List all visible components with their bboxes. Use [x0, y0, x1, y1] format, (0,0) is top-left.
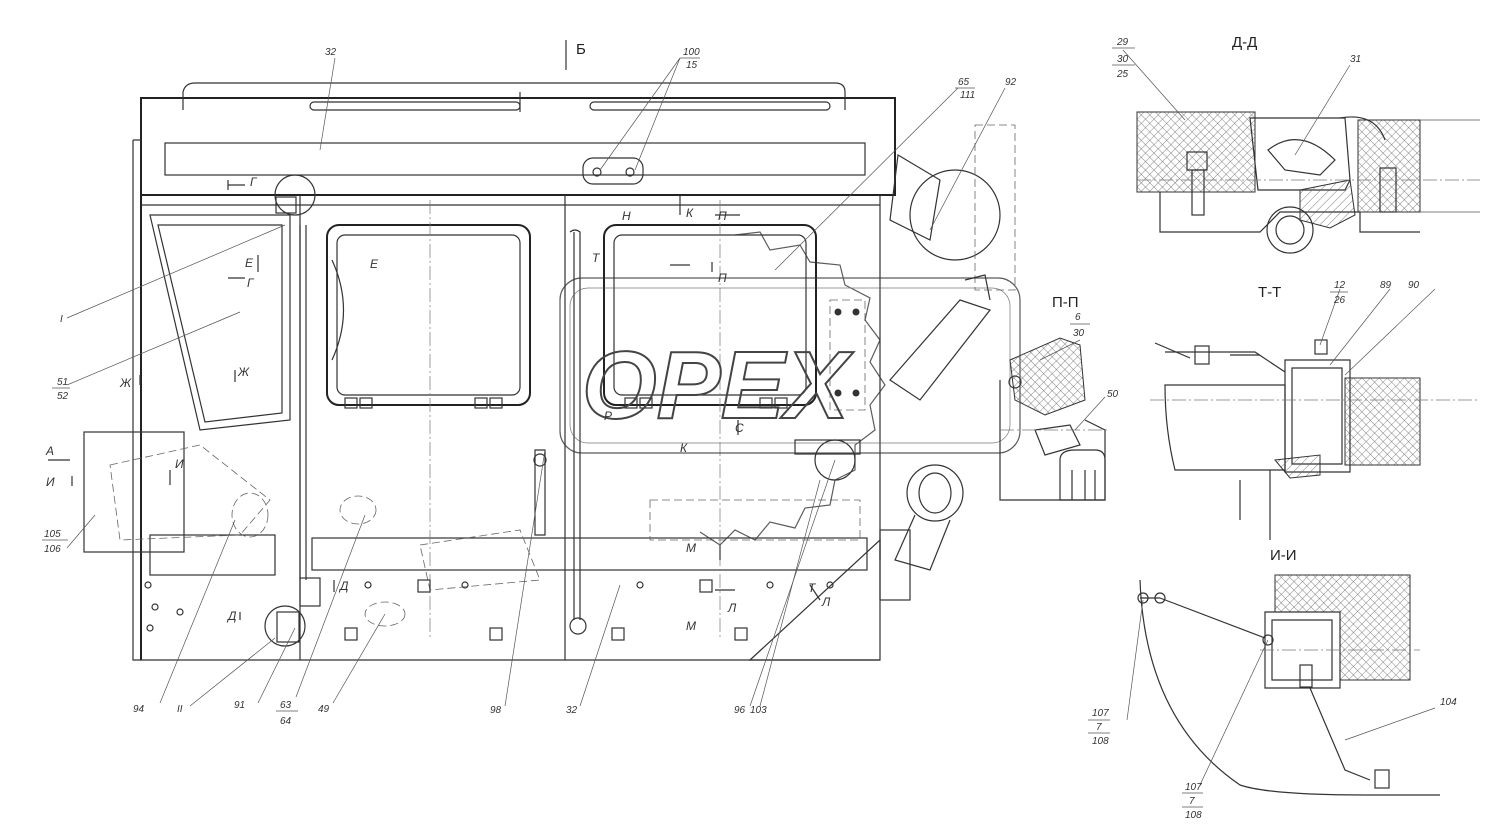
left-box [83, 431, 185, 553]
marker-m: М [686, 541, 696, 555]
marker-g: Г [250, 175, 258, 189]
callout-108b: 108 [1185, 810, 1202, 821]
callout-49: 49 [318, 704, 330, 715]
lower-step-panel [311, 537, 868, 571]
marker-p2: П [718, 271, 727, 285]
section-ii-title: И-И [1270, 547, 1297, 564]
roof-slot-left [309, 101, 521, 111]
callout-I: I [60, 314, 63, 325]
callout-7b: 7 [1189, 796, 1195, 807]
air-cleaner [909, 169, 1001, 261]
roof-bracket [582, 157, 644, 185]
callout-numbers: 32 100 15 65 111 92 I 51 52 105 106 94 I… [42, 37, 1457, 821]
callout-92: 92 [1005, 77, 1017, 88]
left-door-window [149, 214, 291, 431]
marker-k: К [686, 206, 694, 220]
marker-s: С [735, 421, 744, 435]
callout-II: II [177, 704, 183, 715]
marker-l2: Л [821, 595, 831, 609]
view-markers: Б А Г Г Е Е Ж Ж И И Н К К П П Т С Р Д Д … [45, 41, 831, 633]
callout-63: 63 [280, 700, 292, 711]
callout-65: 65 [958, 77, 970, 88]
roof-slot-right [589, 101, 831, 111]
callout-51: 51 [57, 377, 68, 388]
marker-m2: М [686, 619, 696, 633]
callout-7a: 7 [1096, 722, 1102, 733]
callout-89: 89 [1380, 280, 1392, 291]
section-pp: П-П [999, 294, 1110, 501]
callout-64: 64 [280, 716, 292, 727]
callout-103: 103 [750, 705, 767, 716]
callout-105: 105 [44, 529, 61, 540]
callout-30b: 30 [1073, 328, 1085, 339]
roof-handrail [182, 82, 846, 110]
callout-107a: 107 [1092, 708, 1109, 719]
marker-k2: К [680, 441, 688, 455]
callout-30: 30 [1117, 54, 1129, 65]
watermark-text: OPEX [582, 332, 854, 439]
callout-91: 91 [234, 700, 245, 711]
exhaust-clamp [906, 464, 964, 522]
callout-31: 31 [1350, 54, 1361, 65]
callout-90: 90 [1408, 280, 1420, 291]
marker-g2: Г [247, 276, 255, 290]
marker-e2: Е [370, 257, 379, 271]
callout-25: 25 [1116, 69, 1129, 80]
leader-lines [66, 49, 1436, 786]
right-window [603, 224, 817, 406]
marker-r: Р [604, 409, 612, 423]
callout-108a: 108 [1092, 736, 1109, 747]
callout-12: 12 [1334, 280, 1346, 291]
marker-e: Е [245, 256, 254, 270]
callout-106: 106 [44, 544, 61, 555]
left-handrail [299, 225, 307, 580]
detail-I-circle [274, 174, 316, 216]
callout-29: 29 [1116, 37, 1129, 48]
center-handrail [569, 229, 581, 620]
marker-p: П [718, 209, 727, 223]
callout-32a: 32 [325, 47, 337, 58]
callout-52: 52 [57, 391, 69, 402]
section-dd: Д-Д [1136, 34, 1480, 254]
cab-main-view: OPEX [83, 82, 1021, 661]
callout-100: 100 [683, 47, 700, 58]
callout-98: 98 [490, 705, 502, 716]
center-window [326, 224, 531, 406]
callout-26: 26 [1333, 295, 1346, 306]
marker-i2: И [175, 457, 184, 471]
section-tt-title: Т-Т [1258, 284, 1281, 301]
callout-6: 6 [1075, 312, 1081, 323]
marker-i: И [46, 475, 55, 489]
cut-markers [48, 40, 821, 620]
marker-b: Б [576, 41, 586, 58]
callout-107b: 107 [1185, 782, 1202, 793]
callout-32b: 32 [566, 705, 578, 716]
roof-panel [140, 97, 896, 196]
callout-96: 96 [734, 705, 746, 716]
callout-50: 50 [1107, 389, 1119, 400]
marker-t2: Т [808, 581, 817, 595]
marker-t: Т [592, 251, 601, 265]
cab-outline [132, 139, 880, 661]
callout-111: 111 [960, 90, 975, 101]
marker-a: А [45, 444, 54, 458]
section-pp-title: П-П [1052, 294, 1079, 311]
section-ii: И-И [1137, 547, 1440, 796]
marker-d2: Д [338, 579, 349, 593]
callout-104: 104 [1440, 697, 1457, 708]
marker-zh2: Ж [237, 365, 250, 379]
roof-visor [164, 142, 866, 176]
section-tt: Т-Т [1150, 284, 1480, 540]
marker-n: Н [622, 209, 631, 223]
detail-II-circle [264, 605, 306, 647]
marker-d: Д [226, 609, 237, 623]
marker-l: Л [727, 601, 737, 615]
section-dd-title: Д-Д [1232, 34, 1257, 51]
callout-94: 94 [133, 704, 145, 715]
callout-15: 15 [686, 60, 698, 71]
marker-zh: Ж [119, 376, 132, 390]
